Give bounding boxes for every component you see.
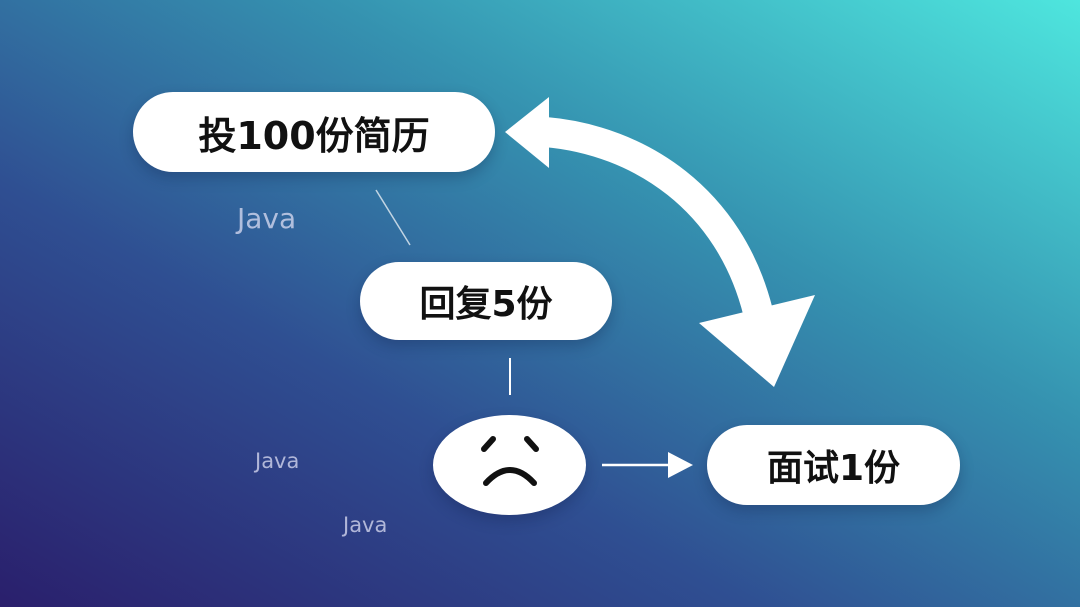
sad-face-icon [433, 415, 586, 515]
java-watermark: Java [255, 449, 300, 473]
node-replies-label: 回复5份 [419, 284, 553, 325]
node-replies: 回复5份 [360, 262, 612, 340]
node-resumes-sent-label: 投100份简历 [198, 113, 430, 158]
connector-line-top [375, 189, 411, 246]
node-interviews-label: 面试1份 [766, 448, 901, 489]
node-interviews: 面试1份 [707, 425, 960, 505]
node-resumes-sent: 投100份简历 [133, 92, 495, 172]
java-watermark: Java [237, 202, 297, 235]
java-watermark: Java [343, 513, 388, 537]
right-arrow-icon [602, 452, 693, 478]
curved-double-arrow-icon [505, 97, 815, 387]
